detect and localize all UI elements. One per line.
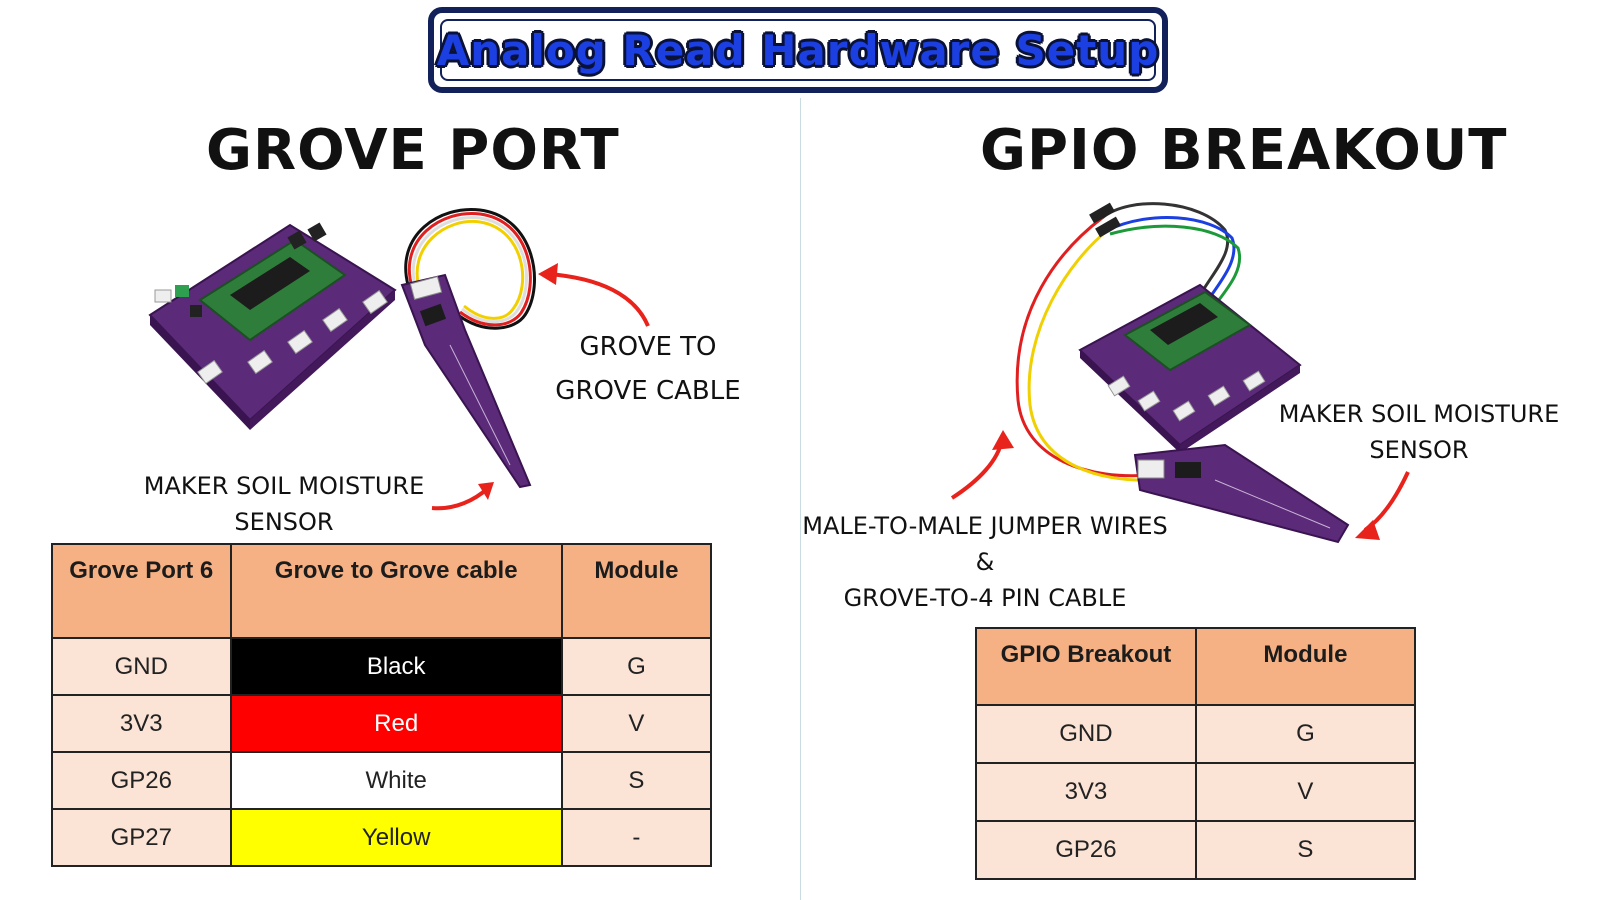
table-cell: S: [1194, 820, 1417, 880]
soil-moisture-sensor: [1133, 443, 1350, 544]
jumper-connector: [1089, 202, 1115, 224]
table-cell: V: [1194, 762, 1417, 822]
sensor-arrow: [431, 486, 490, 511]
cable-arrow: [547, 272, 650, 327]
table-cell: 3V3: [51, 694, 232, 753]
table-header: GPIO Breakout: [975, 627, 1197, 706]
grove-cable-callout-line2: GROVE CABLE: [555, 376, 741, 406]
page-title: Analog Read Hardware Setup: [436, 25, 1160, 75]
table-cell: GP26: [975, 820, 1197, 880]
table-cell: GP26: [51, 751, 232, 810]
table-cell: GND: [51, 637, 232, 696]
jumper-connector: [1095, 216, 1121, 238]
sensor-arrow-head: [478, 482, 494, 500]
table-cell: G: [1194, 704, 1417, 764]
cable-arrow-head: [538, 263, 558, 285]
gpio-setup-illustration: [1015, 202, 1350, 544]
table-row: GP26 S: [975, 820, 1417, 880]
table-row: GP27 Yellow -: [51, 808, 713, 867]
left-callout-arrows: [431, 263, 650, 511]
right-callout-arrows: [950, 430, 1410, 540]
right-sensor-callout-line2: SENSOR: [1369, 436, 1469, 464]
table-cell: G: [560, 637, 713, 696]
wire-callout-line2: &: [975, 548, 995, 576]
maker-pi-board: [148, 222, 397, 430]
wire-callout-line1: MALE-TO-MALE JUMPER WIRES: [802, 512, 1168, 540]
jumper-wires: [1015, 202, 1241, 482]
wire-callout-line3: GROVE-TO-4 PIN CABLE: [843, 584, 1127, 612]
table-cell: -: [560, 808, 713, 867]
table-header: Module: [1194, 627, 1417, 706]
table-header: Grove Port 6: [51, 543, 232, 639]
table-row: GP26 White S: [51, 751, 713, 810]
table-row: GND G: [975, 704, 1417, 764]
table-row: 3V3 V: [975, 762, 1417, 822]
table-header-row: Grove Port 6 Grove to Grove cable Module: [51, 543, 713, 639]
sensor-arrow: [1363, 471, 1410, 532]
table-cell: GP27: [51, 808, 232, 867]
table-cell: Yellow: [229, 808, 563, 867]
table-row: 3V3 Red V: [51, 694, 713, 753]
table-header: Grove to Grove cable: [229, 543, 563, 639]
table-cell: Red: [229, 694, 563, 753]
grove-setup-illustration: [148, 207, 537, 489]
table-cell: Black: [229, 637, 563, 696]
gpio-breakout-heading: GPIO BREAKOUT: [980, 118, 1508, 183]
title-banner-inner-border: [440, 19, 1156, 81]
right-sensor-callout-line1: MAKER SOIL MOISTURE: [1278, 400, 1560, 428]
table-cell: White: [229, 751, 563, 810]
maker-pi-board: [1078, 283, 1302, 453]
title-banner: Analog Read Hardware Setup: [428, 7, 1168, 93]
grove-cable-callout: GROVE TO GROVE CABLE: [538, 325, 758, 413]
right-sensor-callout: MAKER SOIL MOISTURE SENSOR: [1274, 396, 1564, 468]
wire-callout: MALE-TO-MALE JUMPER WIRES & GROVE-TO-4 P…: [790, 508, 1180, 616]
left-sensor-callout: MAKER SOIL MOISTURE SENSOR: [138, 468, 430, 540]
left-sensor-callout-line2: SENSOR: [234, 508, 334, 536]
grove-cable-callout-line1: GROVE TO: [579, 332, 717, 362]
grove-connector: [1137, 459, 1165, 479]
table-header: Module: [560, 543, 713, 639]
section-divider: [800, 98, 801, 900]
grove-port-table: Grove Port 6 Grove to Grove cable Module…: [51, 543, 713, 867]
table-cell: 3V3: [975, 762, 1197, 822]
wire-arrow-head: [992, 430, 1014, 450]
table-row: GND Black G: [51, 637, 713, 696]
table-cell: GND: [975, 704, 1197, 764]
soil-moisture-sensor: [400, 273, 532, 489]
gpio-breakout-table: GPIO Breakout Module GND G 3V3 V GP26 S: [975, 627, 1417, 880]
table-header-row: GPIO Breakout Module: [975, 627, 1417, 706]
left-sensor-callout-line1: MAKER SOIL MOISTURE: [143, 472, 425, 500]
table-cell: V: [560, 694, 713, 753]
sensor-chip: [1175, 462, 1201, 478]
grove-cable: [404, 207, 537, 330]
sensor-arrow-head: [1355, 520, 1380, 540]
grove-port-heading: GROVE PORT: [206, 118, 620, 183]
table-cell: S: [560, 751, 713, 810]
